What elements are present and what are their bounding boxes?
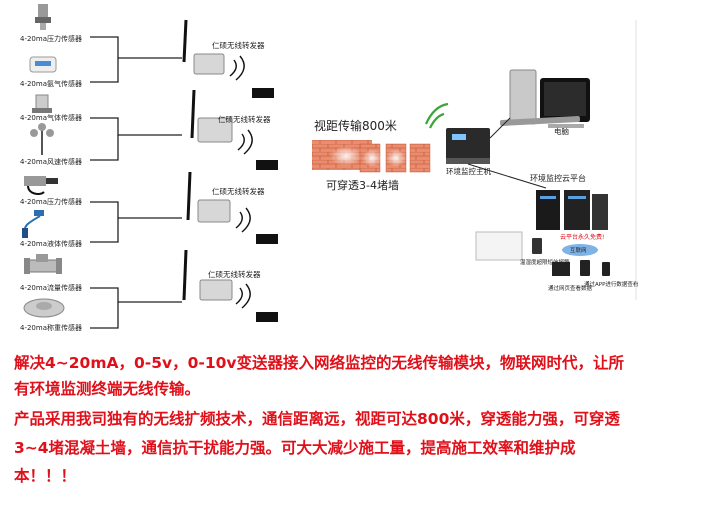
alarm-text-line: 温湿度超限短信报警 xyxy=(520,258,570,266)
pc-label: 电脑 xyxy=(554,126,569,136)
wiring xyxy=(90,36,182,329)
anemometer-icon xyxy=(30,123,54,155)
sensor-flow: 4-20ma流量传感器 xyxy=(20,254,82,292)
sensor-label: 4-20ma气体传感器 xyxy=(20,113,82,122)
cloud-platform: 环境监控云平台 云平台永久免费! 互联网 温湿度超限短信报警 通过网页查看数据 … xyxy=(475,173,639,292)
web-screenshot-icon xyxy=(475,231,523,261)
antenna-icon xyxy=(190,89,196,139)
pressure-sensor-icon xyxy=(24,176,58,195)
transmitter-1: 仁硕无线转发器 xyxy=(182,19,274,98)
description-line-3: 产品采用我司独有的无线扩频技术，通信距离远，视距可达800米，穿透能力强，可穿透 xyxy=(14,410,620,428)
internet-label: 互联网 xyxy=(570,246,587,254)
computer: 电脑 xyxy=(499,69,590,136)
sensor-label: 4-20ma压力传感器 xyxy=(20,34,82,43)
sensor-label: 4-20ma氨气传感器 xyxy=(20,79,82,88)
sensor-label: 4-20ma流量传感器 xyxy=(20,283,82,292)
ammonia-sensor-icon xyxy=(29,56,57,73)
pressure-sensor-icon xyxy=(35,4,51,30)
liquid-level-sensor-icon xyxy=(22,210,44,238)
load-cell-icon xyxy=(23,298,65,318)
sensor-liquid: 4-20ma液体传感器 xyxy=(20,210,82,248)
signal-waves-icon xyxy=(229,55,245,81)
transmitter-2: 仁硕无线转发器 xyxy=(190,89,278,170)
description-line-2: 有环境监测终端无线传输。 xyxy=(14,380,201,398)
transmitter-label: 仁硕无线转发器 xyxy=(212,186,265,196)
power-adapter-icon xyxy=(252,88,274,98)
sensor-label: 4-20ma风速传感器 xyxy=(20,157,82,166)
signal-waves-icon xyxy=(235,207,251,233)
transmitter-label: 仁硕无线转发器 xyxy=(208,269,261,279)
penetrate-text: 可穿透3-4堵墙 xyxy=(326,178,399,192)
power-adapter-icon xyxy=(256,234,278,244)
server-rack-icon xyxy=(536,190,608,230)
phone-icon xyxy=(532,238,542,254)
monitor-icon xyxy=(552,262,570,276)
transmitter-label: 仁硕无线转发器 xyxy=(218,114,271,124)
host-cloud-link xyxy=(467,163,547,189)
gas-sensor-icon xyxy=(32,94,52,113)
internet-cloud-icon xyxy=(562,244,598,256)
description-line-5: 本！！！ xyxy=(14,467,77,485)
description-line-4: 3~4堵混凝土墙，通信抗干扰能力强。可大大减少施工量，提高施工效率和维护成 xyxy=(14,439,576,457)
sensor-label: 4-20ma液体传感器 xyxy=(20,239,82,248)
monitoring-host: 环境监控主机 xyxy=(424,102,491,176)
host-label: 环境监控主机 xyxy=(446,166,491,176)
sensor-weight: 4-20ma称重传感器 xyxy=(20,298,82,332)
cloud-label: 环境监控云平台 xyxy=(530,173,586,183)
sensor-ammonia: 4-20ma氨气传感器 xyxy=(20,56,82,88)
sensor-wind: 4-20ma风速传感器 xyxy=(20,123,82,166)
wireless-transmitter-icon xyxy=(199,279,233,301)
power-adapter-icon xyxy=(256,160,278,170)
wireless-transmitter-icon xyxy=(197,117,233,143)
host-pc-link xyxy=(489,117,511,139)
transmitter-4: 仁硕无线转发器 xyxy=(182,249,278,322)
signal-waves-icon xyxy=(235,283,251,309)
sensor-pressure-2: 4-20ma压力传感器 xyxy=(20,176,82,206)
power-adapter-icon xyxy=(256,312,278,322)
app-text: 通过APP进行数据查看 xyxy=(584,280,639,288)
tablet-icon xyxy=(580,260,590,276)
sensor-pressure-1: 4-20ma压力传感器 xyxy=(20,4,82,43)
signal-waves-icon xyxy=(237,129,253,155)
range-text: 视距传输800米 xyxy=(314,118,397,133)
wireless-transmitter-icon xyxy=(197,199,231,223)
transmitter-label: 仁硕无线转发器 xyxy=(212,40,265,50)
free-text: 云平台永久免费! xyxy=(560,233,604,241)
brick-wall-icon xyxy=(312,140,431,173)
transmitter-3: 仁硕无线转发器 xyxy=(186,171,278,244)
phone-icon xyxy=(602,262,610,276)
description-line-1: 解决4~20mA，0-5v，0-10v变送器接入网络监控的无线传输模块，物联网时… xyxy=(14,354,624,372)
flow-meter-icon xyxy=(24,254,62,274)
sensor-gas: 4-20ma气体传感器 xyxy=(20,94,82,122)
computer-icon xyxy=(499,69,590,128)
signal-waves-icon xyxy=(424,102,449,129)
system-diagram: 4-20ma压力传感器 4-20ma氨气传感器 4-20ma气体传感器 4-20… xyxy=(20,4,639,332)
antenna-icon xyxy=(186,171,192,221)
wall-section: 视距传输800米 可穿透3-4堵墙 xyxy=(312,118,431,192)
web-text: 通过网页查看数据 xyxy=(548,284,593,292)
antenna-icon xyxy=(182,19,188,63)
antenna-icon xyxy=(182,249,188,301)
wireless-transmitter-icon xyxy=(193,53,225,75)
sensor-label: 4-20ma压力传感器 xyxy=(20,197,82,206)
sensor-label: 4-20ma称重传感器 xyxy=(20,323,82,332)
